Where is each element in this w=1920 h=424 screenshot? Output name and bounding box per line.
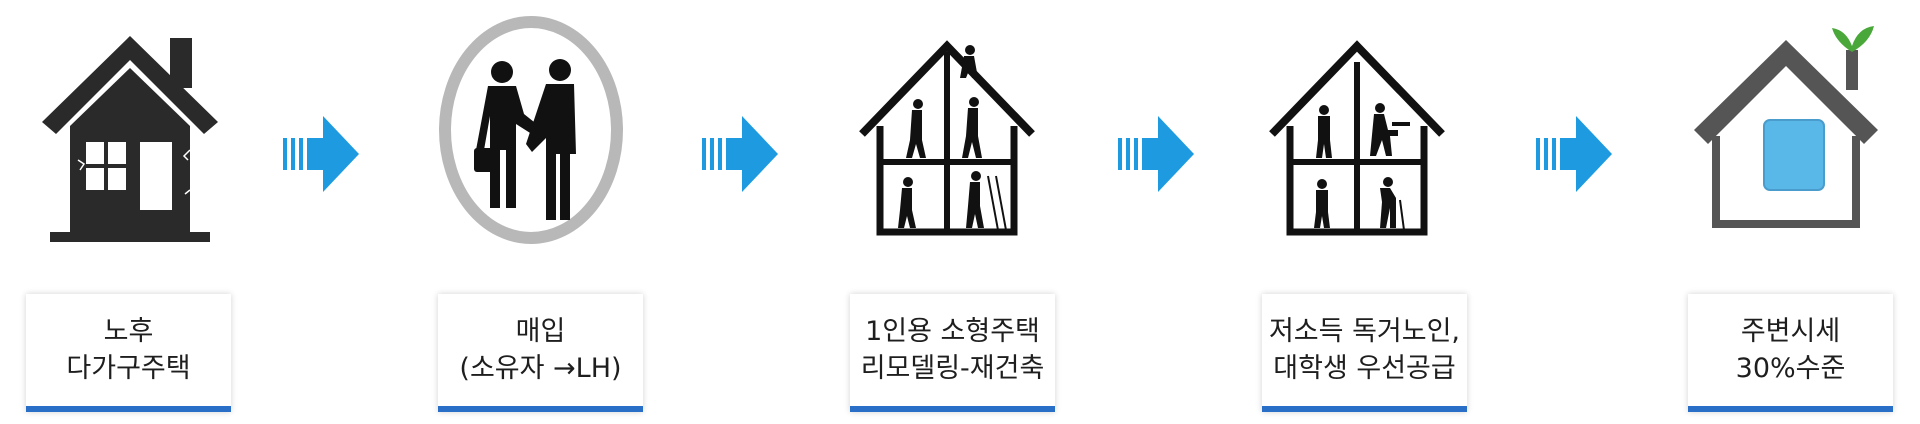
step-label-line: 리모델링-재건축 [860,353,1045,384]
step-label-line: 매입 [515,316,566,347]
step-label-old-house: 노후 다가구주택 [26,294,231,412]
next-arrow-1 [283,116,359,192]
step-label-line: (소유자 →LH) [459,353,622,384]
old-house-icon [42,36,218,242]
step-label-line: 다가구주택 [66,353,191,384]
elderly-residents-house-icon [1269,40,1445,236]
step-label-line: 저소득 독거노인, [1268,316,1461,347]
step-label-line: 주변시세 [1740,316,1841,347]
handshake-icon [439,16,623,244]
next-arrow-2 [702,116,778,192]
step-label-line: 대학생 우선공급 [1273,353,1456,384]
remodeling-house-icon [859,40,1035,236]
step-label-line: 노후 [103,316,154,347]
step-label-remodel: 1인용 소형주택 리모델링-재건축 [850,294,1055,412]
step-label-rent-level: 주변시세 30%수준 [1688,294,1893,412]
step-label-supply: 저소득 독거노인, 대학생 우선공급 [1262,294,1467,412]
next-arrow-3 [1118,116,1194,192]
new-house-icon [1694,26,1878,228]
step-label-purchase: 매입 (소유자 →LH) [438,294,643,412]
step-label-line: 30%수준 [1735,353,1846,384]
step-label-line: 1인용 소형주택 [865,316,1040,347]
next-arrow-4 [1536,116,1612,192]
